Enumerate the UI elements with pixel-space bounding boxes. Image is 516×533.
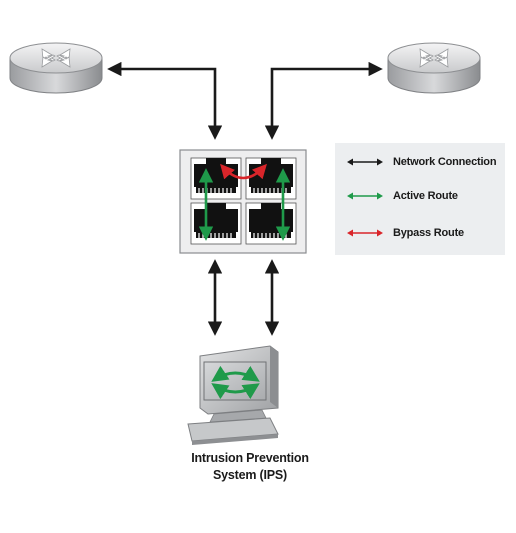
port-bottom-left	[190, 202, 242, 245]
router-right-icon	[387, 42, 481, 94]
port-top-right	[245, 157, 297, 200]
legend-item-network-connection: Network Connection	[347, 154, 497, 170]
legend-label: Bypass Route	[393, 227, 464, 239]
active-route-arrow-icon	[347, 192, 383, 200]
ips-caption-line1: Intrusion Prevention	[191, 451, 309, 465]
legend: Network Connection Active Route Bypass R…	[335, 143, 505, 255]
legend-label: Active Route	[393, 190, 458, 202]
connection-right-router-to-switch	[264, 61, 383, 140]
legend-item-active-route: Active Route	[347, 188, 458, 204]
router-left-icon	[9, 42, 103, 94]
ips-caption-line2: System (IPS)	[212, 468, 288, 482]
legend-label: Network Connection	[393, 156, 497, 168]
port-top-left	[190, 157, 242, 200]
connection-left-router-to-switch	[107, 61, 223, 140]
legend-item-bypass-route: Bypass Route	[347, 225, 464, 241]
bypass-route-arrow-icon	[347, 229, 383, 237]
bypass-switch-module	[179, 149, 307, 254]
ips-computer-icon	[187, 345, 279, 445]
bypass-route-arrow	[220, 163, 267, 180]
port-bottom-right	[245, 202, 297, 245]
ips-caption: Intrusion Prevention System (IPS)	[150, 450, 350, 484]
ips-active-route-arrows	[211, 365, 260, 382]
network-connection-arrow-icon	[347, 158, 383, 166]
